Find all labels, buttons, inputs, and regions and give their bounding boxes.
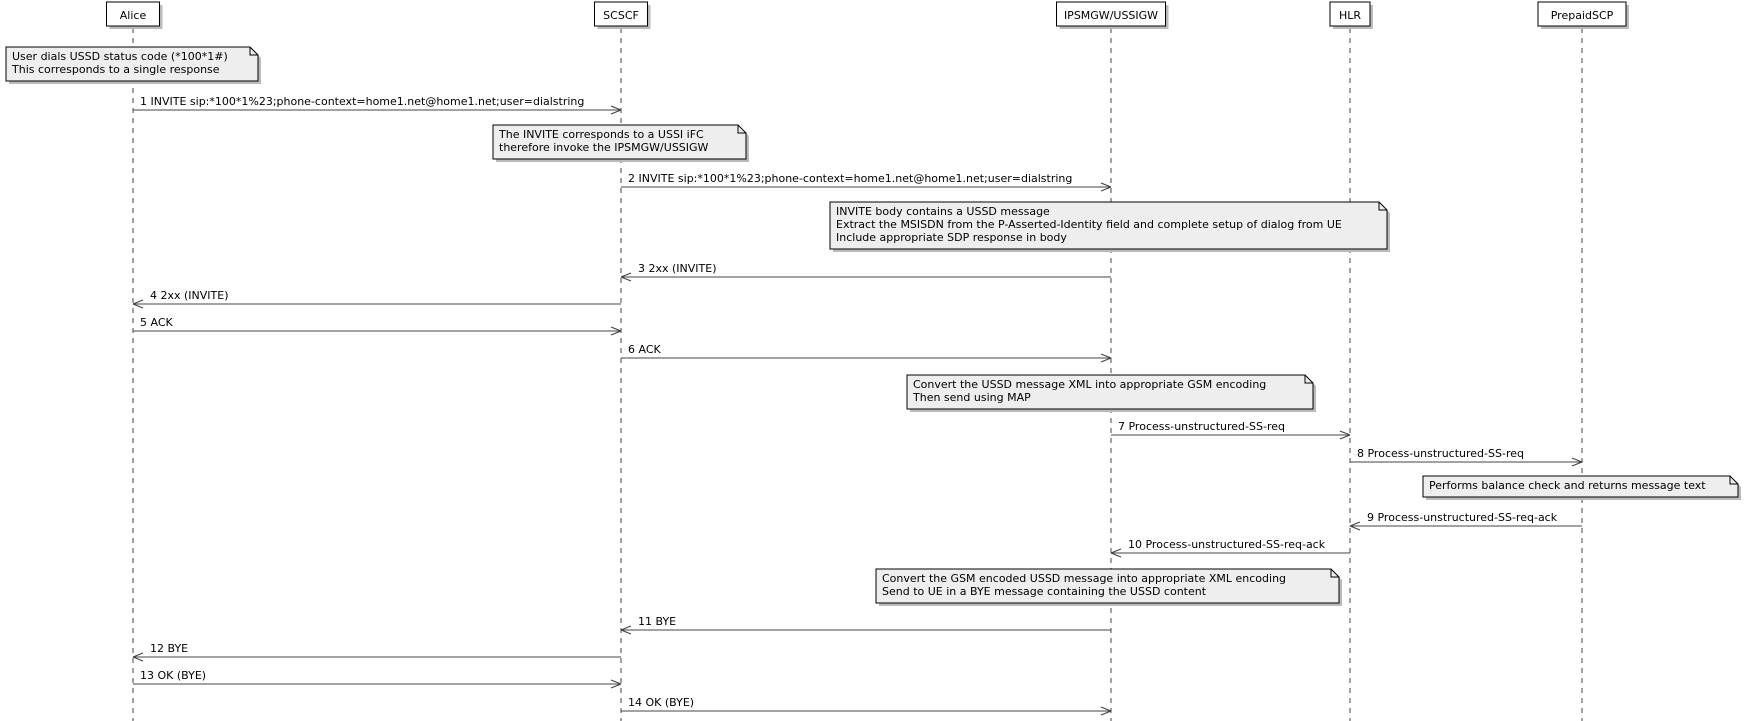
message-label: 3 2xx (INVITE) bbox=[638, 262, 717, 275]
note-fold bbox=[1378, 202, 1387, 211]
note-text: Extract the MSISDN from the P-Asserted-I… bbox=[836, 218, 1342, 231]
note: INVITE body contains a USSD messageExtra… bbox=[829, 201, 1390, 252]
message-6: 6 ACK bbox=[621, 343, 1112, 363]
arrowhead-icon bbox=[1100, 706, 1112, 716]
message-12: 12 BYE bbox=[132, 642, 621, 662]
arrowhead-icon bbox=[610, 105, 622, 115]
message-label: 14 OK (BYE) bbox=[628, 696, 694, 709]
message-label: 7 Process-unstructured-SS-req bbox=[1118, 420, 1285, 433]
message-label: 4 2xx (INVITE) bbox=[150, 289, 229, 302]
message-label: 12 BYE bbox=[150, 642, 188, 655]
arrowhead-icon bbox=[132, 652, 144, 662]
participant-alice: Alice bbox=[106, 1, 163, 29]
participant-prepaid: PrepaidSCP bbox=[1537, 1, 1629, 29]
participant-label: PrepaidSCP bbox=[1551, 9, 1614, 22]
participant-label: IPSMGW/USSIGW bbox=[1064, 9, 1158, 22]
arrowhead-icon bbox=[1110, 548, 1122, 558]
arrowhead-icon bbox=[132, 299, 144, 309]
note-text: Convert the USSD message XML into approp… bbox=[913, 378, 1266, 391]
arrowhead-icon bbox=[1100, 353, 1112, 363]
note-text: Then send using MAP bbox=[912, 391, 1031, 404]
note-box bbox=[829, 201, 1388, 250]
note-box bbox=[1422, 475, 1739, 498]
arrowhead-icon bbox=[620, 625, 632, 635]
participant-scscf: SCSCF bbox=[594, 1, 651, 29]
message-label: 2 INVITE sip:*100*1%23;phone-context=hom… bbox=[628, 172, 1072, 185]
message-2: 2 INVITE sip:*100*1%23;phone-context=hom… bbox=[621, 172, 1112, 192]
note-text: This corresponds to a single response bbox=[11, 63, 220, 76]
participant-box bbox=[594, 1, 648, 27]
message-label: 13 OK (BYE) bbox=[140, 669, 206, 682]
note: The INVITE corresponds to a USSI iFCther… bbox=[492, 124, 749, 162]
message-1: 1 INVITE sip:*100*1%23;phone-context=hom… bbox=[133, 95, 622, 115]
message-8: 8 Process-unstructured-SS-req bbox=[1350, 447, 1583, 467]
note-text: Convert the GSM encoded USSD message int… bbox=[882, 572, 1286, 585]
participant-box bbox=[1056, 1, 1166, 27]
message-7: 7 Process-unstructured-SS-req bbox=[1111, 420, 1351, 440]
note-box bbox=[492, 124, 747, 160]
participant-hlr: HLR bbox=[1329, 1, 1373, 29]
note-text: The INVITE corresponds to a USSI iFC bbox=[498, 128, 704, 141]
arrowhead-icon bbox=[1339, 430, 1351, 440]
note-fold bbox=[249, 47, 258, 56]
message-label: 1 INVITE sip:*100*1%23;phone-context=hom… bbox=[140, 95, 584, 108]
participant-label: SCSCF bbox=[603, 9, 639, 22]
note-box bbox=[906, 374, 1314, 410]
participant-box bbox=[106, 1, 160, 27]
note: Convert the GSM encoded USSD message int… bbox=[875, 568, 1342, 606]
participant-box bbox=[1329, 1, 1371, 27]
note-text: Send to UE in a BYE message containing t… bbox=[882, 585, 1207, 598]
note-text: Performs balance check and returns messa… bbox=[1429, 479, 1706, 492]
message-label: 10 Process-unstructured-SS-req-ack bbox=[1128, 538, 1326, 551]
message-5: 5 ACK bbox=[133, 316, 622, 336]
note-box bbox=[875, 568, 1340, 604]
arrowhead-icon bbox=[1349, 521, 1361, 531]
arrowhead-icon bbox=[1571, 457, 1583, 467]
participant-ipsmgw: IPSMGW/USSIGW bbox=[1056, 1, 1169, 29]
message-13: 13 OK (BYE) bbox=[133, 669, 622, 689]
note-text: therefore invoke the IPSMGW/USSIGW bbox=[499, 141, 709, 154]
message-label: 11 BYE bbox=[638, 615, 676, 628]
note: User dials USSD status code (*100*1#)Thi… bbox=[5, 46, 261, 84]
arrowhead-icon bbox=[620, 272, 632, 282]
message-9: 9 Process-unstructured-SS-req-ack bbox=[1349, 511, 1582, 531]
message-3: 3 2xx (INVITE) bbox=[620, 262, 1111, 282]
arrowhead-icon bbox=[610, 326, 622, 336]
message-label: 8 Process-unstructured-SS-req bbox=[1357, 447, 1524, 460]
arrowhead-icon bbox=[1100, 182, 1112, 192]
note-fold bbox=[737, 125, 746, 134]
message-label: 9 Process-unstructured-SS-req-ack bbox=[1367, 511, 1558, 524]
note-box bbox=[5, 46, 259, 82]
note-fold bbox=[1330, 569, 1339, 578]
message-4: 4 2xx (INVITE) bbox=[132, 289, 621, 309]
message-10: 10 Process-unstructured-SS-req-ack bbox=[1110, 538, 1350, 558]
note-text: INVITE body contains a USSD message bbox=[836, 205, 1050, 218]
note: Performs balance check and returns messa… bbox=[1422, 475, 1741, 500]
participant-box bbox=[1537, 1, 1627, 27]
note-fold bbox=[1304, 375, 1313, 384]
note-fold bbox=[1729, 476, 1738, 485]
message-14: 14 OK (BYE) bbox=[621, 696, 1112, 716]
note-text: Include appropriate SDP response in body bbox=[836, 231, 1067, 244]
participant-label: HLR bbox=[1339, 9, 1361, 22]
message-11: 11 BYE bbox=[620, 615, 1111, 635]
participant-label: Alice bbox=[120, 9, 147, 22]
note: Convert the USSD message XML into approp… bbox=[906, 374, 1316, 412]
note-text: User dials USSD status code (*100*1#) bbox=[12, 50, 228, 63]
message-label: 6 ACK bbox=[628, 343, 662, 356]
arrowhead-icon bbox=[610, 679, 622, 689]
message-label: 5 ACK bbox=[140, 316, 174, 329]
